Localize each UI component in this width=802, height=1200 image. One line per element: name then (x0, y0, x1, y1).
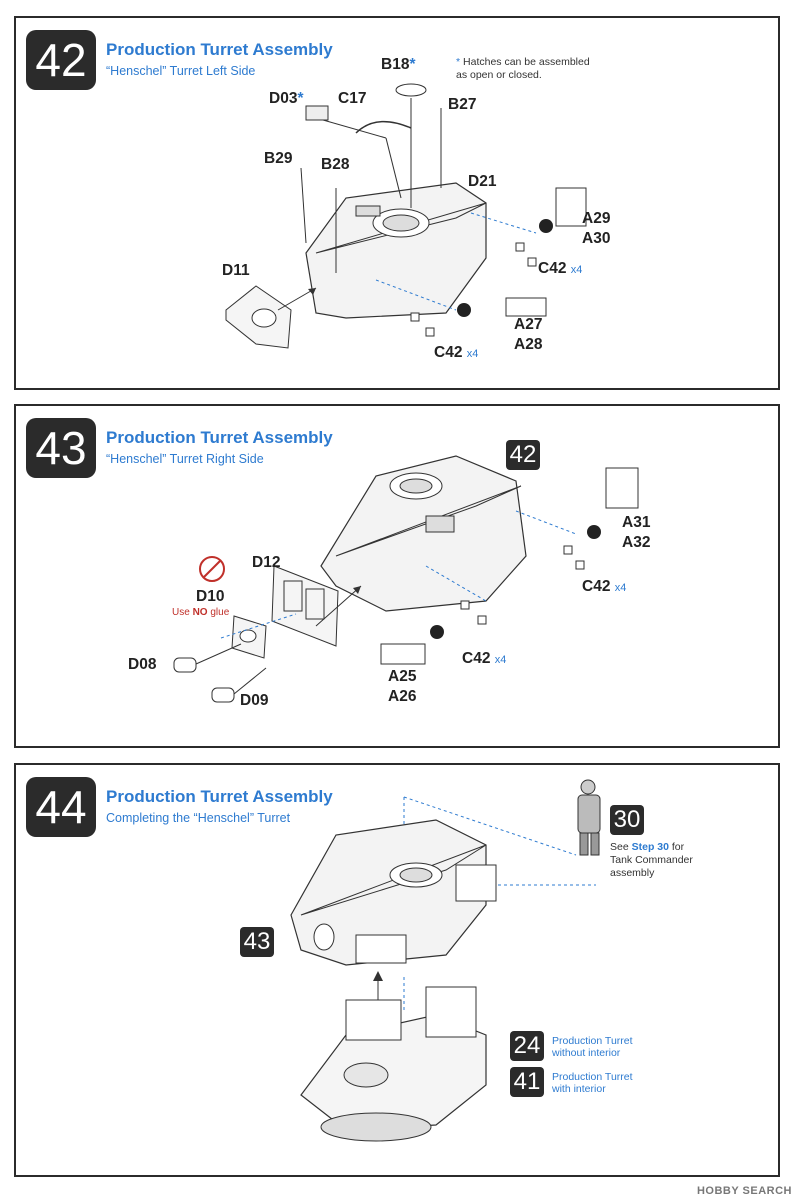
step-42-panel: 42 Production Turret Assembly “Henschel”… (14, 16, 780, 390)
part-label-a25: A25 (388, 668, 417, 685)
step-44-panel: 44 Production Turret Assembly Completing… (14, 763, 780, 1177)
step-number: 43 (26, 418, 96, 478)
part-label-a26: A26 (388, 688, 417, 705)
part-label-c42-upper: C42 x4 (582, 578, 627, 595)
part-label-b27: B27 (448, 96, 477, 113)
step-42-diagram (225, 83, 587, 349)
part-label-b29: B29 (264, 150, 293, 167)
step-subtitle: “Henschel” Turret Right Side (106, 452, 264, 466)
part-label-d10: D10 (196, 588, 225, 605)
watermark: HOBBY SEARCH (696, 1185, 792, 1197)
step-title: Production Turret Assembly (106, 428, 333, 447)
part-label-d09: D09 (240, 692, 269, 709)
part-label-d08: D08 (128, 656, 157, 673)
commander-note: See Step 30 for Tank Commander assembly (610, 841, 693, 879)
part-label-c42-lower: C42 x4 (434, 344, 479, 361)
part-label-c42-lower: C42 x4 (462, 650, 507, 667)
part-label-a30: A30 (582, 230, 611, 247)
step-ref-badge-43: 43 (240, 927, 274, 957)
part-label-c42-upper: C42 x4 (538, 260, 583, 277)
step-ref-badge-41: 41 (510, 1067, 544, 1097)
part-label-a31: A31 (622, 514, 651, 531)
part-label-b28: B28 (321, 156, 350, 173)
step-ref-badge: 42 (506, 440, 540, 470)
hatch-note: * Hatches can be assembled as open or cl… (456, 56, 590, 81)
asterisk-icon: * (456, 56, 461, 68)
step-number: 42 (26, 30, 96, 90)
part-label-d03: D03* (269, 90, 304, 107)
no-glue-note: Use NO glue (172, 607, 230, 618)
part-label-d12: D12 (252, 554, 281, 571)
part-label-d11: D11 (222, 262, 250, 279)
step-44-diagram (290, 779, 601, 1142)
step-title: Production Turret Assembly (106, 40, 333, 59)
part-label-d21: D21 (468, 173, 497, 190)
part-label-a29: A29 (582, 210, 611, 227)
step-number: 44 (26, 777, 96, 837)
part-label-a28: A28 (514, 336, 543, 353)
step-43-diagram (173, 455, 639, 703)
step-43-panel: 43 Production Turret Assembly “Henschel”… (14, 404, 780, 748)
step-ref-badge-24: 24 (510, 1031, 544, 1061)
step-title: Production Turret Assembly (106, 787, 333, 806)
part-label-c17: C17 (338, 90, 367, 107)
part-label-b18: B18* (381, 56, 416, 73)
part-label-a27: A27 (514, 316, 543, 333)
step-subtitle: Completing the “Henschel” Turret (106, 811, 291, 825)
part-label-a32: A32 (622, 534, 651, 551)
step-ref-badge-30: 30 (610, 805, 644, 835)
step-subtitle: “Henschel” Turret Left Side (106, 64, 256, 78)
